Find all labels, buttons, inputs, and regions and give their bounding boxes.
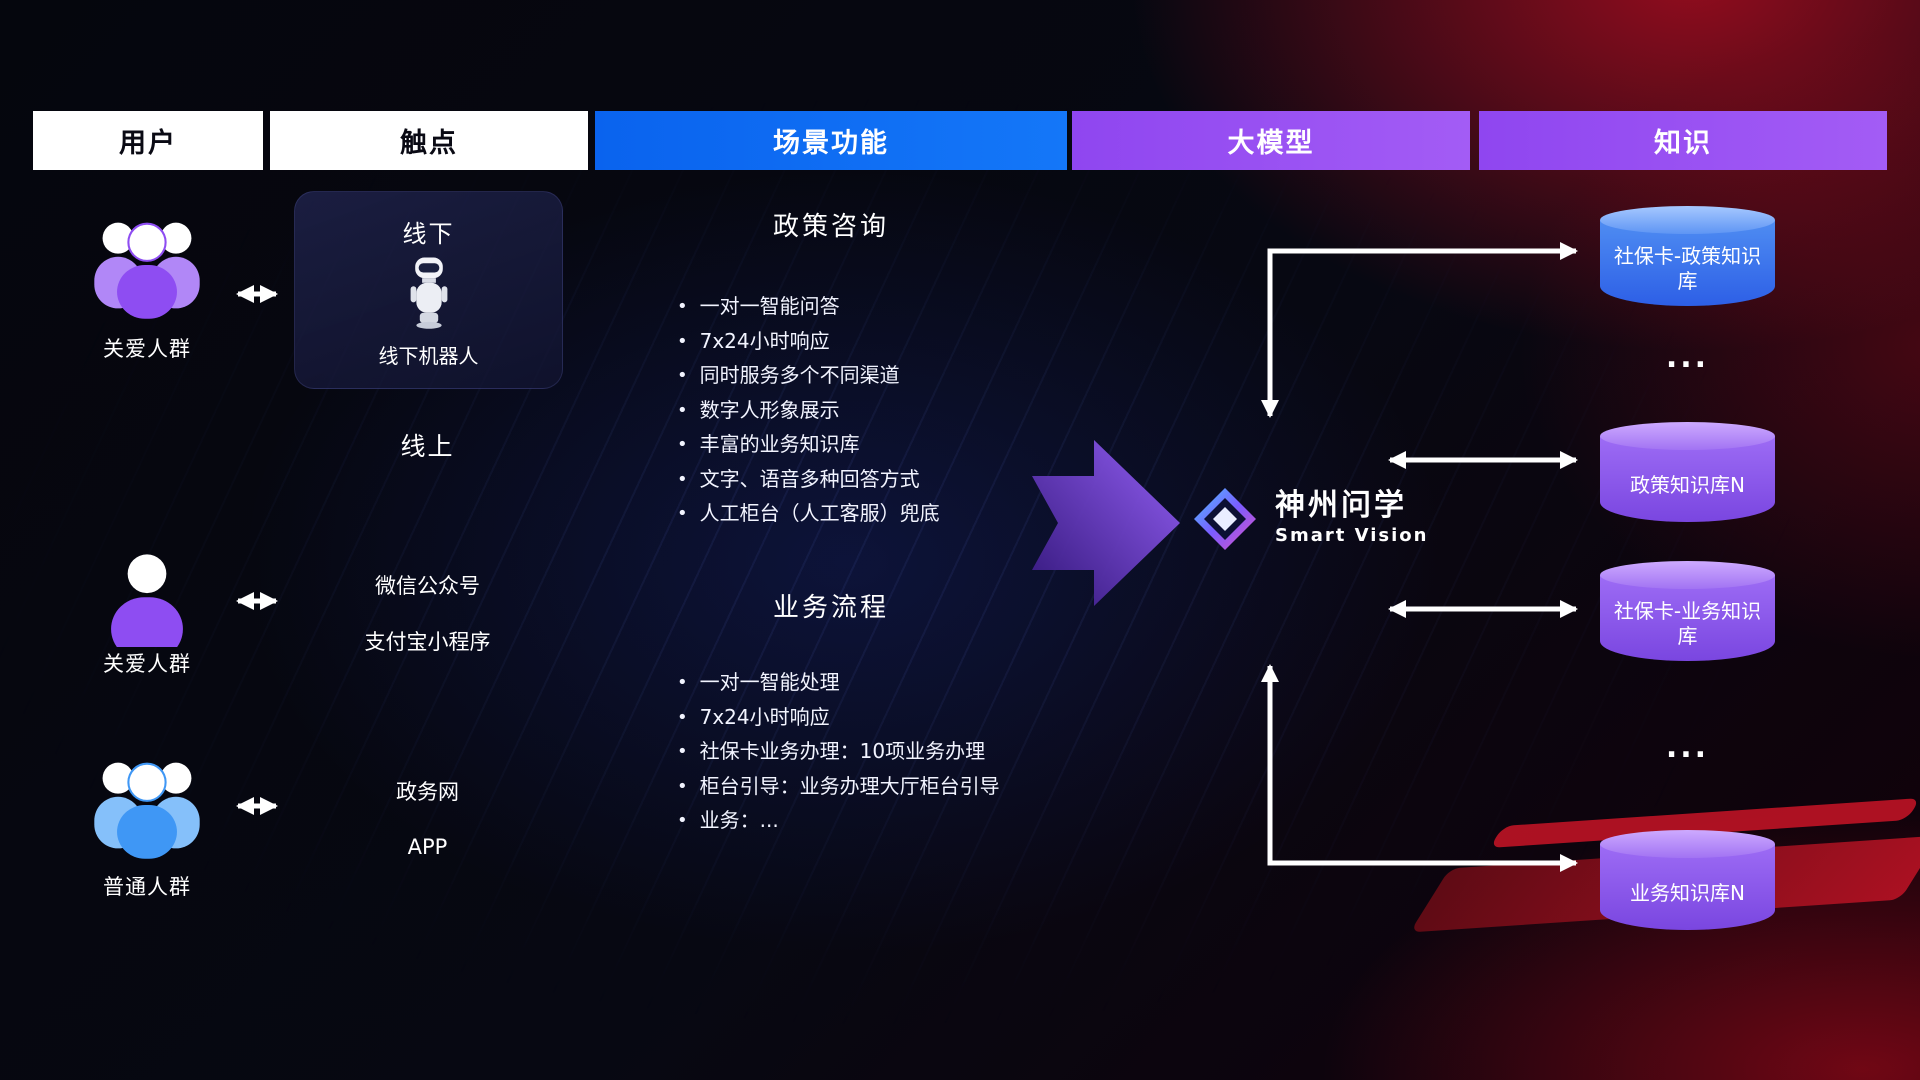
scenario-bullet: 文字、语音多种回答方式 [677, 463, 940, 498]
scenario-bullet: 人工柜台（人工客服）兜底 [677, 497, 940, 532]
scenario-bullet: 一对一智能处理 [677, 666, 1000, 701]
model-subtitle: Smart Vision [1275, 525, 1429, 546]
model-logo: 神州问学 Smart Vision [1193, 487, 1428, 555]
scenario-policy-list: 一对一智能问答 7x24小时响应 同时服务多个不同渠道 数字人形象展示 丰富的业… [677, 290, 940, 532]
scenario-bullet: 7x24小时响应 [677, 701, 1000, 736]
scenario-bullet: 数字人形象展示 [677, 394, 940, 429]
user-label: 普通人群 [103, 875, 191, 899]
channel-gov-web: 政务网 [396, 780, 459, 804]
cylinder-cap [1600, 830, 1775, 858]
scenario-title-policy: 政策咨询 [772, 212, 889, 242]
robot-icon [406, 254, 452, 334]
kb-label: 业务知识库N [1630, 880, 1745, 905]
column-header-users: 用户 [33, 111, 263, 170]
cylinder-cap [1600, 422, 1775, 450]
column-header-touchpoints: 触点 [270, 111, 588, 170]
user-label: 关爱人群 [103, 337, 191, 361]
scenario-bullet: 一对一智能问答 [677, 290, 940, 325]
column-header-scenarios: 场景功能 [595, 111, 1067, 170]
kb-label: 社保卡-业务知识库 [1613, 599, 1762, 648]
kb-label: 社保卡-政策知识库 [1613, 244, 1762, 293]
scenario-bullet: 柜台引导：业务办理大厅柜台引导 [677, 770, 1000, 805]
offline-touchpoint-card: 线下 线下机器人 [294, 191, 563, 389]
group-people-purple-icon [85, 208, 209, 324]
channel-alipay: 支付宝小程序 [364, 630, 491, 654]
online-title: 线上 [400, 432, 455, 461]
channel-wechat: 微信公众号 [375, 574, 480, 598]
elbow-arrow-model-kb1 [1261, 242, 1578, 418]
scenario-bullet: 业务：... [677, 804, 1000, 839]
kb-cylinder-policy-ss-card: 社保卡-政策知识库 [1600, 206, 1775, 306]
kb-ellipsis: ... [1665, 730, 1710, 765]
kb-cylinder-business-ss-card: 社保卡-业务知识库 [1600, 561, 1775, 661]
kb-ellipsis: ... [1665, 340, 1710, 375]
scenario-business-list: 一对一智能处理 7x24小时响应 社保卡业务办理：10项业务办理 柜台引导：业务… [677, 666, 1000, 839]
scenario-bullet: 7x24小时响应 [677, 325, 940, 360]
scenario-title-business: 业务流程 [772, 593, 889, 623]
big-purple-arrow-icon [1032, 428, 1182, 622]
scenario-bullet: 丰富的业务知识库 [677, 428, 940, 463]
column-header-knowledge: 知识 [1479, 111, 1887, 170]
scenario-bullet: 同时服务多个不同渠道 [677, 359, 940, 394]
kb-label: 政策知识库N [1630, 472, 1745, 497]
column-header-model: 大模型 [1072, 111, 1470, 170]
channel-app: APP [407, 835, 448, 859]
diamond-logo-icon [1193, 487, 1257, 555]
kb-cylinder-business-n: 业务知识库N [1600, 830, 1775, 930]
cylinder-cap [1600, 561, 1775, 589]
model-name: 神州问学 [1275, 488, 1407, 523]
single-person-purple-icon [105, 553, 189, 661]
cylinder-cap [1600, 206, 1775, 234]
group-people-blue-icon [85, 748, 209, 864]
offline-device-label: 线下机器人 [378, 344, 479, 368]
kb-cylinder-policy-n: 政策知识库N [1600, 422, 1775, 522]
offline-title: 线下 [402, 220, 455, 248]
user-label: 关爱人群 [103, 652, 191, 676]
scenario-bullet: 社保卡业务办理：10项业务办理 [677, 735, 1000, 770]
